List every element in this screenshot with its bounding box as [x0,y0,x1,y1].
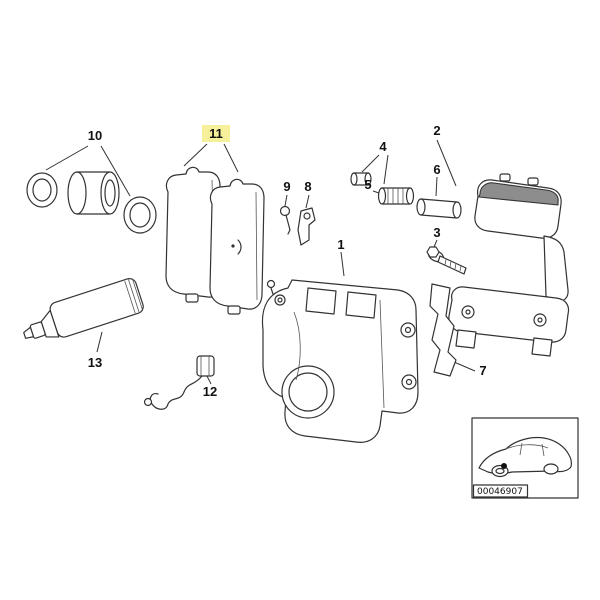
svg-text:9: 9 [283,179,290,194]
svg-text:11: 11 [209,126,223,141]
svg-text:7: 7 [479,363,486,378]
svg-text:13: 13 [88,355,102,370]
part-grease-tube [23,278,144,339]
svg-text:1: 1 [337,237,344,252]
part-caliper-carrier [448,173,570,357]
diagram-code: 00046907 [477,487,523,497]
callout-12[interactable]: 12 [203,384,217,399]
callout-2[interactable]: 2 [433,123,440,138]
callouts: 1 2 3 4 5 6 7 8 9 10 11 [88,123,487,399]
part-caliper-housing [261,279,419,443]
svg-text:4: 4 [379,139,387,154]
callout-11-highlight [202,125,230,142]
car-icon [478,436,572,478]
part-piston-seal-kit [26,171,157,234]
svg-text:10: 10 [88,128,102,143]
leader-lines [45,139,476,385]
part-brake-pads [165,166,265,315]
car-thumbnail: 00046907 [471,417,579,499]
svg-text:6: 6 [433,162,440,177]
callout-1[interactable]: 1 [337,237,344,252]
callout-3[interactable]: 3 [433,225,440,240]
callout-5[interactable]: 5 [364,177,371,192]
part-guide-sleeve [350,172,372,186]
svg-text:5: 5 [364,177,371,192]
svg-text:2: 2 [433,123,440,138]
location-dot [501,463,507,469]
callout-6[interactable]: 6 [433,162,440,177]
part-guide-pin [416,198,462,219]
callout-8[interactable]: 8 [304,179,311,194]
svg-text:3: 3 [433,225,440,240]
callout-10[interactable]: 10 [88,128,102,143]
part-retaining-bracket [297,207,316,246]
svg-text:8: 8 [304,179,311,194]
callout-9[interactable]: 9 [283,179,290,194]
part-wear-sensor [143,355,215,410]
callout-13[interactable]: 13 [88,355,102,370]
callout-7[interactable]: 7 [479,363,486,378]
part-ribbed-bushing [377,187,415,205]
code-box [472,484,529,498]
callout-11[interactable]: 11 [202,125,230,142]
part-spring-plate [429,283,457,377]
part-bolt [426,246,467,275]
svg-text:12: 12 [203,384,217,399]
callout-4[interactable]: 4 [379,139,387,154]
part-retainer-pin [279,205,291,235]
